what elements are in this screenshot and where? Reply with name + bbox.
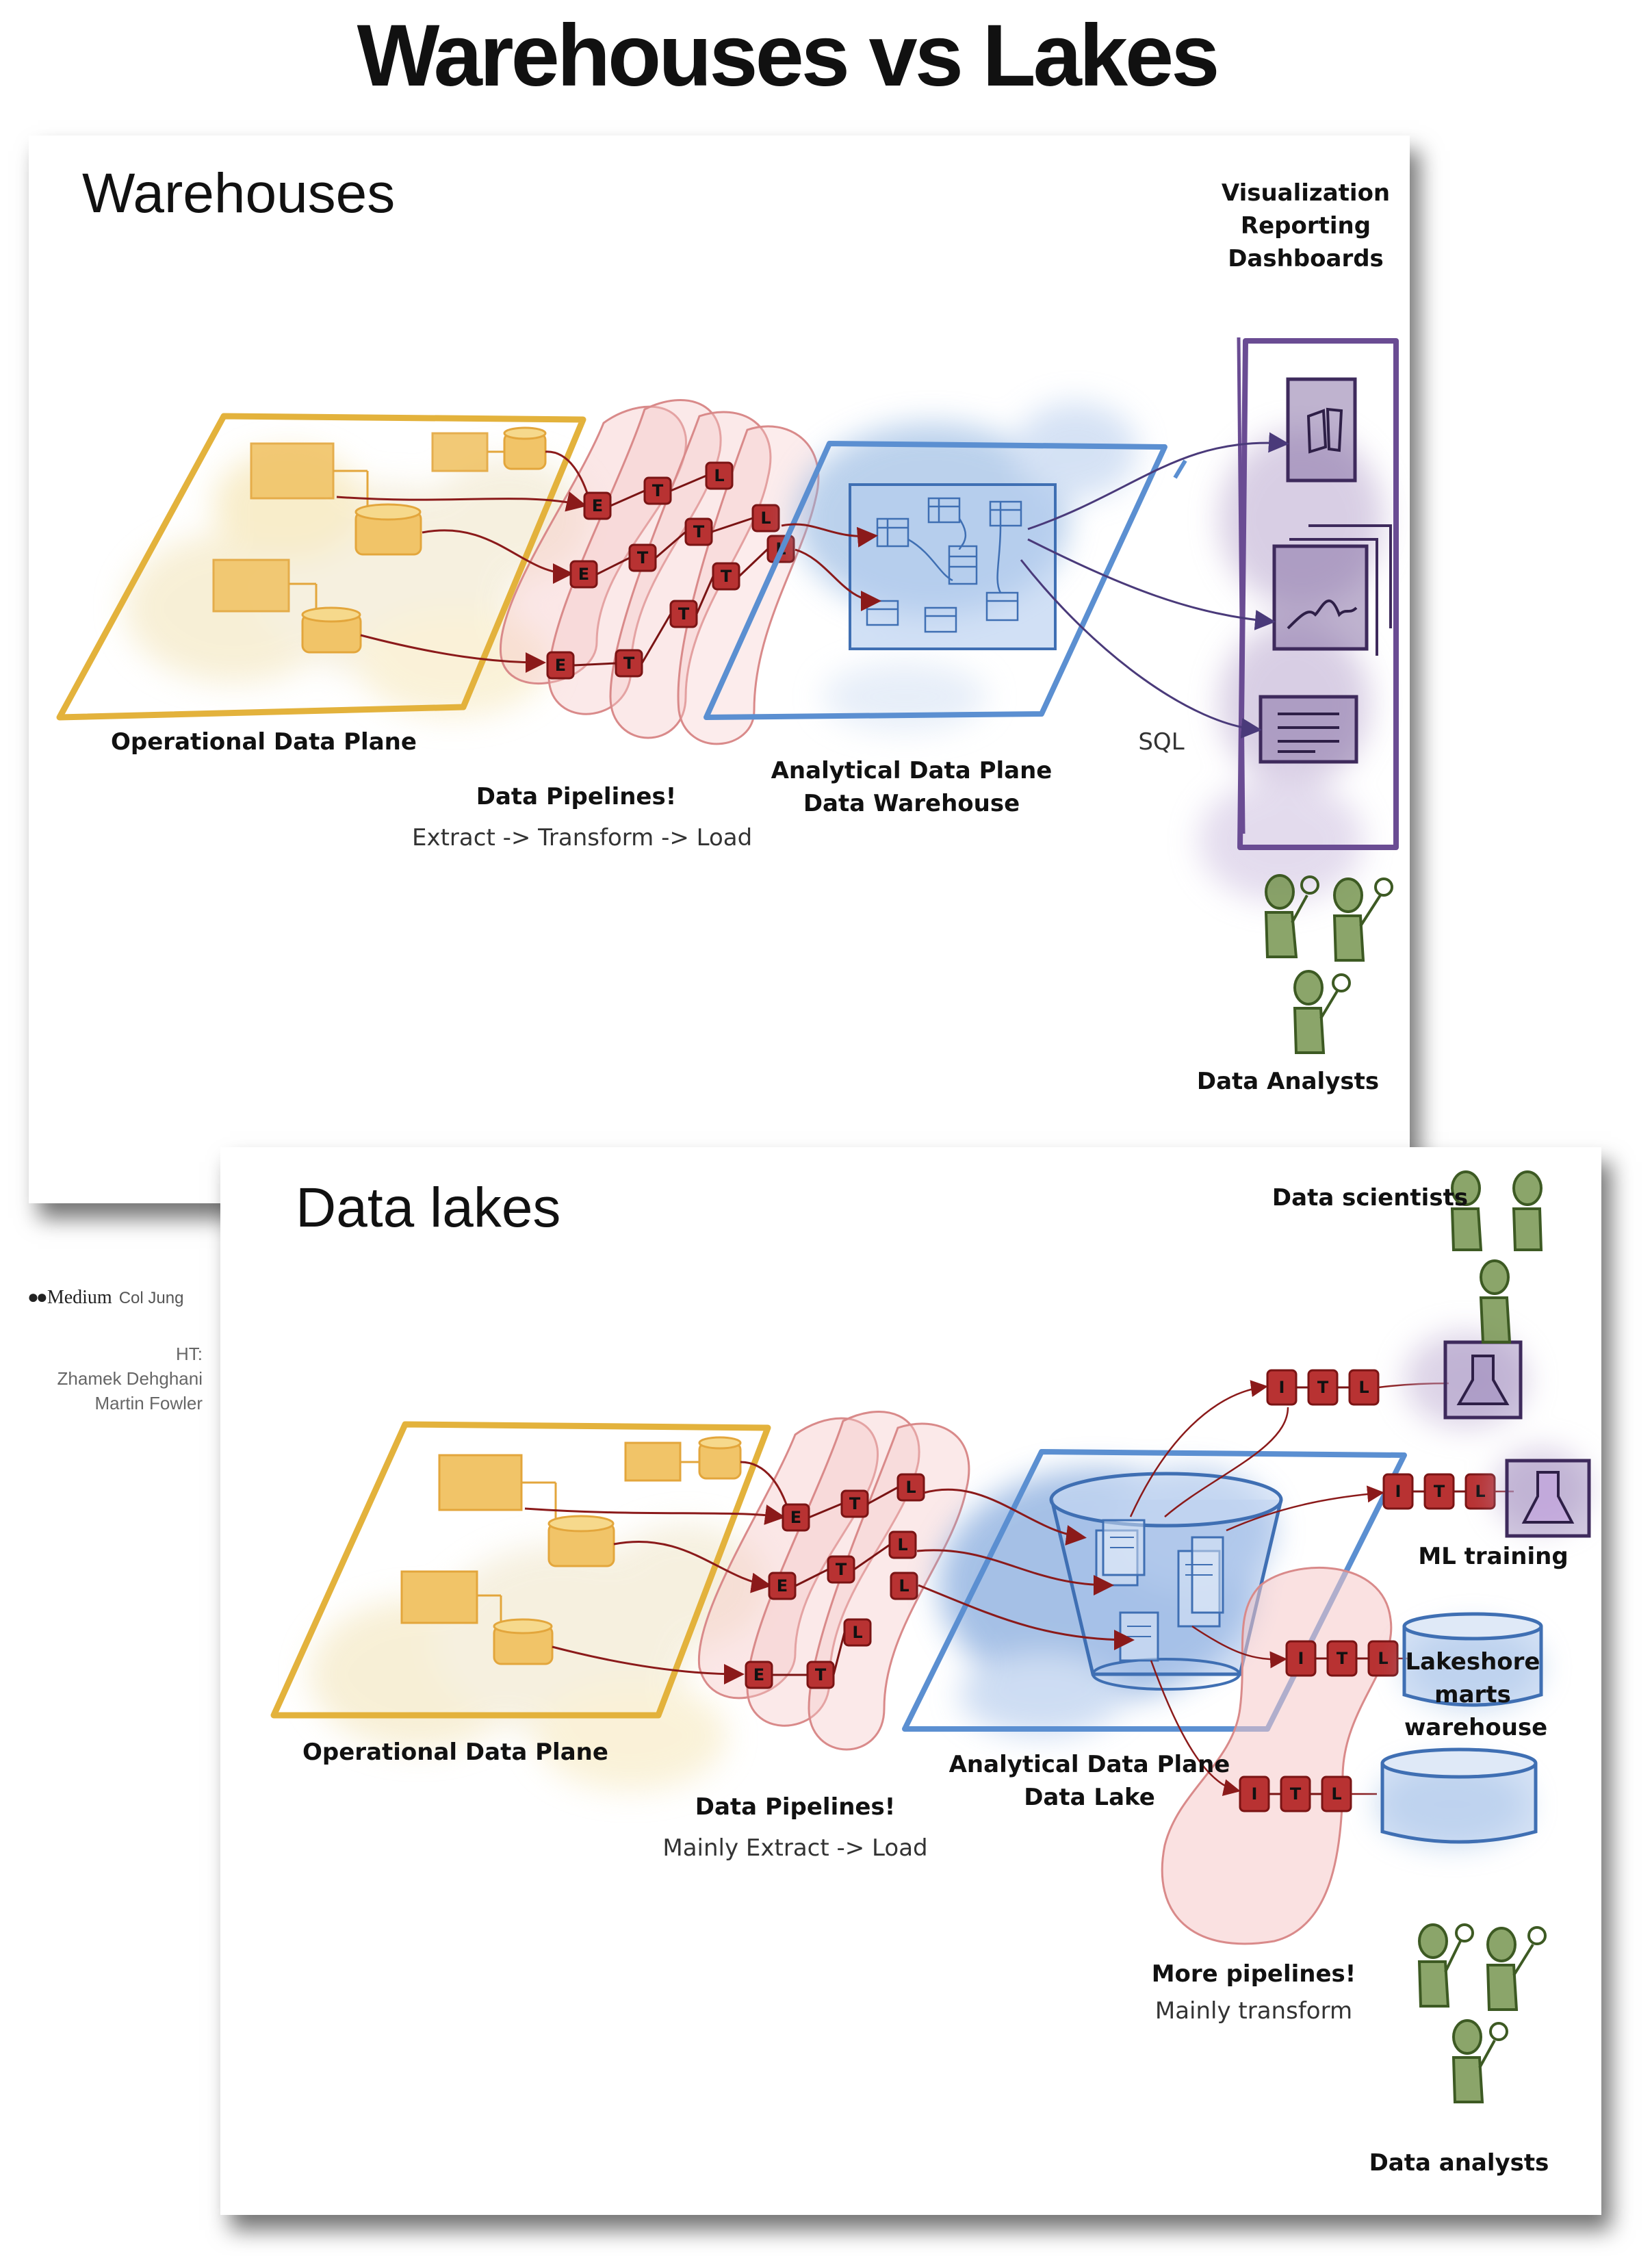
person-icon	[1293, 970, 1351, 1054]
etl-letter-l: L	[852, 1623, 862, 1642]
lakeshore-warehouse	[1377, 1612, 1543, 1845]
ml-training-label: ML training	[1418, 1543, 1569, 1570]
itl-letter-i: I	[1298, 1649, 1304, 1668]
etl-letter-l: L	[714, 466, 724, 485]
warehouses-title: Warehouses	[82, 162, 396, 225]
etl-letter-t: T	[623, 654, 635, 673]
itl-letter-i: I	[1395, 1482, 1402, 1501]
medium-brand: ●● Medium Col Jung	[27, 1287, 183, 1309]
itl-letter-t: T	[1434, 1482, 1445, 1501]
operational-data-plane	[56, 413, 590, 721]
person-icon	[1512, 1170, 1543, 1251]
data-analysts-label: Data analysts	[1369, 2149, 1549, 2177]
etl-letter-e: E	[592, 496, 603, 515]
lakeshore-label: Lakeshore marts warehouse	[1404, 1648, 1548, 1741]
credit-name: Zhamek Dehghani	[57, 1368, 203, 1389]
analytical-data-plane-label: Analytical Data Plane Data Lake	[948, 1751, 1230, 1811]
analysts-figures	[1417, 1923, 1547, 2103]
etl-letter-t: T	[678, 604, 690, 624]
data-scientists-label: Data scientists	[1272, 1184, 1469, 1212]
operational-data-plane	[270, 1421, 771, 1791]
warehouses-slide: E T L E T T L L T T E T	[29, 136, 1410, 1203]
itl-letter-i: I	[1279, 1378, 1285, 1397]
pipelines-sublabel: Mainly Extract -> Load	[662, 1834, 928, 1862]
ht-label: HT:	[176, 1344, 203, 1364]
itl-letter-l: L	[1475, 1482, 1485, 1501]
data-lakes-title: Data lakes	[296, 1177, 561, 1239]
person-icon	[1264, 874, 1319, 958]
etl-letter-t: T	[836, 1560, 847, 1579]
ml-training-boxes	[1404, 1332, 1591, 1538]
etl-letter-t: T	[652, 481, 664, 500]
data-pipelines: E T L E T L L L E T	[524, 1411, 970, 1751]
pipelines-label: Data Pipelines!	[695, 1793, 896, 1821]
medium-logo-icon: ●●	[27, 1287, 48, 1308]
itl-letter-t: T	[1317, 1378, 1329, 1397]
etl-letter-e: E	[777, 1576, 788, 1595]
person-icon	[1417, 1923, 1474, 2008]
brand-name: Medium	[47, 1287, 112, 1308]
data-lakes-slide: E T L E T L L L E T	[220, 1147, 1601, 2215]
itl-letter-l: L	[1331, 1784, 1341, 1804]
outputs-label: Visualization Reporting Dashboards	[1221, 179, 1391, 272]
data-warehouse	[704, 402, 1187, 731]
person-icon	[1450, 1170, 1483, 1251]
pipelines-sublabel: Extract -> Transform -> Load	[412, 824, 753, 851]
pipelines-label: Data Pipelines!	[476, 783, 677, 810]
data-analysts-label: Data Analysts	[1196, 1068, 1380, 1095]
scientists-figures	[1450, 1170, 1543, 1344]
author-name: Col Jung	[118, 1289, 184, 1307]
person-icon	[1479, 1259, 1512, 1344]
person-icon	[1451, 2019, 1508, 2103]
etl-letter-e: E	[578, 565, 589, 584]
data-pipelines: E T L E T T L L T T E T	[336, 399, 820, 745]
etl-letter-e: E	[555, 656, 566, 675]
more-pipelines-label: More pipelines!	[1151, 1960, 1356, 1988]
etl-letter-l: L	[899, 1576, 909, 1595]
analytical-data-plane-label: Analytical Data Plane Data Warehouse	[771, 757, 1053, 817]
credit-name: Martin Fowler	[94, 1393, 203, 1413]
itl-letter-t: T	[1337, 1649, 1348, 1668]
more-pipelines-sublabel: Mainly transform	[1154, 1997, 1353, 2025]
page-title: Warehouses vs Lakes	[357, 7, 1220, 105]
analysts-figures	[1264, 874, 1393, 1054]
etl-letter-t: T	[815, 1665, 827, 1684]
etl-letter-l: L	[760, 509, 771, 528]
etl-letter-t: T	[849, 1494, 861, 1513]
itl-letter-i: I	[1252, 1784, 1258, 1804]
etl-letter-l: L	[897, 1535, 907, 1554]
person-icon	[1332, 877, 1393, 962]
more-pipelines: I T L I T L I T L I T L	[1129, 1369, 1514, 1945]
itl-letter-t: T	[1290, 1784, 1302, 1804]
sql-label: SQL	[1138, 728, 1185, 756]
etl-letter-t: T	[693, 522, 705, 541]
data-lakes-diagram: E T L E T L L L E T	[270, 1170, 1591, 2103]
itl-letter-l: L	[1358, 1378, 1369, 1397]
etl-letter-t: T	[721, 567, 732, 586]
warehouses-diagram: E T L E T T L L T T E T	[56, 337, 1399, 1054]
visualization-tools	[1020, 337, 1399, 902]
itl-letter-l: L	[1378, 1649, 1388, 1668]
operational-data-plane-label: Operational Data Plane	[302, 1739, 608, 1766]
etl-letter-t: T	[637, 548, 649, 567]
etl-letter-e: E	[790, 1508, 801, 1527]
etl-letter-e: E	[753, 1665, 764, 1684]
data-lake	[902, 1449, 1407, 1736]
credits: HT: Zhamek Dehghani Martin Fowler	[14, 1342, 203, 1415]
operational-data-plane-label: Operational Data Plane	[111, 728, 417, 756]
etl-letter-l: L	[905, 1478, 916, 1497]
person-icon	[1486, 1926, 1547, 2011]
